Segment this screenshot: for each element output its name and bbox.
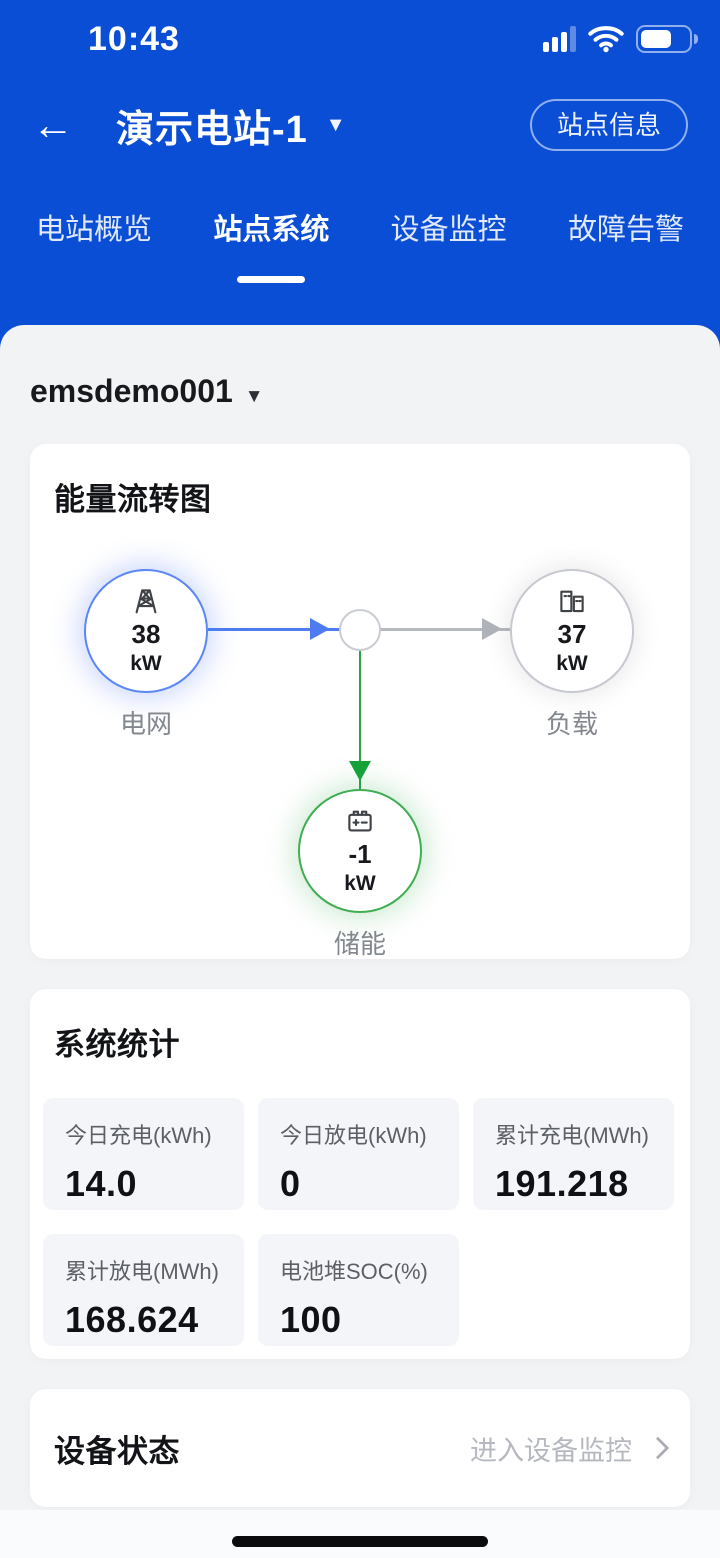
tab-station-overview[interactable]: 电站概览 <box>36 214 153 246</box>
flow-arrow-gray-right-icon <box>482 618 502 640</box>
grid-power-value: 38 <box>131 619 161 649</box>
wifi-icon <box>588 26 624 53</box>
enter-device-monitor-link[interactable]: 进入设备监控 <box>470 1429 670 1468</box>
status-time: 10:43 <box>88 19 180 58</box>
energy-flow-title: 能量流转图 <box>54 482 212 517</box>
battery-icon <box>636 25 698 53</box>
battery-icon <box>345 806 375 836</box>
device-status-title: 设备状态 <box>54 1433 180 1469</box>
load-node-label: 负载 <box>545 709 598 739</box>
blue-header: 10:43 ← 演示电站-1 ▼ 站点信息 电站概 <box>0 0 720 349</box>
grid-node[interactable]: 38 kW <box>84 569 208 693</box>
device-status-card: 设备状态 进入设备监控 <box>30 1389 690 1507</box>
flow-line-junction-to-storage <box>358 650 361 790</box>
energy-flow-card: 能量流转图 38 kW <box>30 444 690 959</box>
buildings-icon <box>557 586 587 616</box>
stat-label: 今日放电(kWh) <box>280 1123 427 1148</box>
bottom-safe-area <box>0 1510 720 1558</box>
stat-value: 191.218 <box>495 1163 629 1204</box>
active-tab-underline <box>237 276 306 283</box>
site-selector-label: emsdemo001 <box>30 373 233 409</box>
back-button[interactable]: ← <box>32 101 74 148</box>
tab-site-system[interactable]: 站点系统 <box>213 206 329 283</box>
stat-tile-total-discharge: 累计放电(MWh) 168.624 <box>43 1234 244 1346</box>
status-bar: 10:43 <box>0 0 720 70</box>
storage-power-value: -1 <box>348 839 372 869</box>
stat-value: 14.0 <box>65 1163 138 1204</box>
chevron-right-icon <box>646 1436 670 1460</box>
status-icons <box>543 25 698 53</box>
energy-flow-diagram: 38 kW 37 kW -1 kW <box>30 527 690 964</box>
storage-power-unit: kW <box>344 872 376 895</box>
stat-tile-today-charge: 今日充电(kWh) 14.0 <box>43 1098 244 1210</box>
page-title[interactable]: 演示电站-1 <box>116 108 308 151</box>
storage-node-label: 储能 <box>333 929 386 959</box>
load-node[interactable]: 37 kW <box>510 569 634 693</box>
stat-label: 累计放电(MWh) <box>65 1259 219 1284</box>
load-power-unit: kW <box>556 652 588 675</box>
site-info-button[interactable]: 站点信息 <box>529 99 688 151</box>
stats-grid: 今日充电(kWh) 14.0 今日放电(kWh) 0 累计充电(MWh) 191… <box>30 1064 690 1346</box>
stat-value: 100 <box>280 1299 342 1340</box>
junction-node <box>339 609 381 651</box>
stat-tile-battery-soc: 电池堆SOC(%) 100 <box>258 1234 459 1346</box>
site-selector-caret-icon: ▼ <box>244 386 264 407</box>
stat-tile-today-discharge: 今日放电(kWh) 0 <box>258 1098 459 1210</box>
stat-label: 今日充电(kWh) <box>65 1123 212 1148</box>
flow-arrow-green-down-icon <box>349 761 371 781</box>
power-tower-icon <box>131 586 161 616</box>
content-sheet: emsdemo001 ▼ 能量流转图 38 kW <box>0 325 720 1558</box>
flow-arrow-blue-right-icon <box>310 618 330 640</box>
stat-label: 电池堆SOC(%) <box>280 1259 428 1284</box>
system-stats-card: 系统统计 今日充电(kWh) 14.0 今日放电(kWh) 0 累计充电(MWh… <box>30 989 690 1359</box>
enter-device-monitor-label: 进入设备监控 <box>470 1435 632 1466</box>
tab-fault-alarm[interactable]: 故障告警 <box>567 214 684 246</box>
flow-line-junction-to-load <box>380 628 510 631</box>
load-power-value: 37 <box>557 619 587 649</box>
grid-power-unit: kW <box>130 652 162 675</box>
flow-line-grid-to-junction <box>208 628 340 631</box>
nav-bar: ← 演示电站-1 ▼ 站点信息 <box>0 70 720 180</box>
tab-bar: 电站概览 站点系统 设备监控 故障告警 <box>0 180 720 283</box>
grid-node-label: 电网 <box>119 709 172 739</box>
stat-value: 0 <box>280 1163 301 1204</box>
site-selector-dropdown[interactable]: emsdemo001 ▼ <box>30 373 690 410</box>
stat-label: 累计充电(MWh) <box>495 1123 649 1148</box>
signal-icon <box>543 26 576 52</box>
storage-node[interactable]: -1 kW <box>298 789 422 913</box>
system-stats-title: 系统统计 <box>54 1027 180 1062</box>
station-dropdown-caret-icon[interactable]: ▼ <box>325 113 346 136</box>
home-indicator[interactable] <box>232 1536 488 1547</box>
stat-tile-total-charge: 累计充电(MWh) 191.218 <box>473 1098 674 1210</box>
tab-device-monitor[interactable]: 设备监控 <box>390 214 507 246</box>
stat-value: 168.624 <box>65 1299 199 1340</box>
